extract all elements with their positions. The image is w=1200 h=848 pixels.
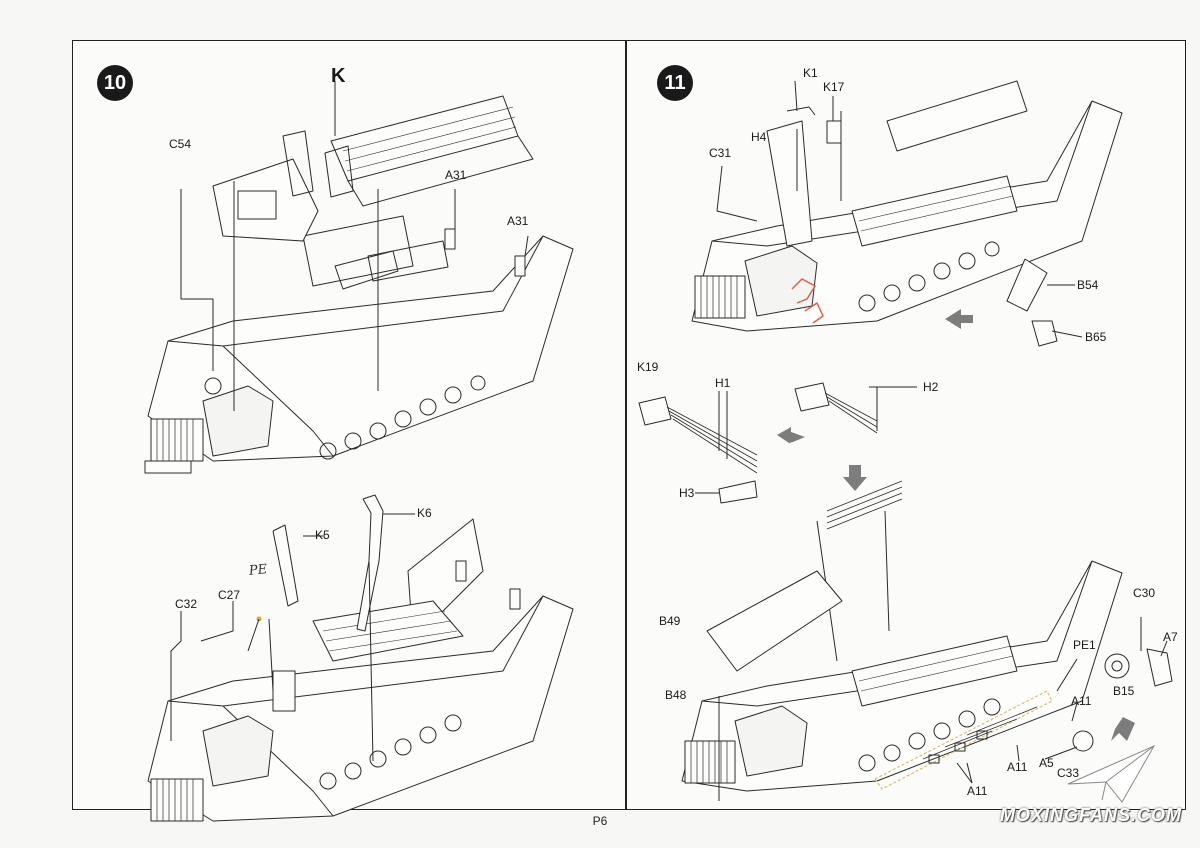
label-pe1: PE1 bbox=[1073, 638, 1096, 652]
label-k6: K6 bbox=[417, 506, 432, 520]
label-a11-2: A11 bbox=[1007, 760, 1028, 774]
label-k: K bbox=[331, 65, 346, 87]
label-a7: A7 bbox=[1163, 630, 1178, 644]
label-b15: B15 bbox=[1113, 684, 1135, 698]
step-10-badge: 10 bbox=[97, 65, 133, 101]
label-a11-3: A11 bbox=[967, 784, 988, 798]
step-10-panel: 10 bbox=[72, 40, 626, 822]
step-10-drawing bbox=[144, 81, 574, 822]
label-a31-2: A31 bbox=[507, 214, 529, 228]
label-h3: H3 bbox=[679, 486, 695, 500]
watermark-text: MOXINGFANS.COM bbox=[999, 805, 1182, 825]
label-a5: A5 bbox=[1039, 756, 1054, 770]
label-c27: C27 bbox=[218, 588, 241, 602]
label-h4: H4 bbox=[751, 130, 767, 144]
label-a31-1: A31 bbox=[445, 168, 467, 182]
label-k17: K17 bbox=[823, 80, 845, 94]
label-c31: C31 bbox=[709, 146, 732, 160]
label-k5: K5 bbox=[315, 528, 330, 542]
label-c30: C30 bbox=[1133, 586, 1156, 600]
label-h1: H1 bbox=[715, 376, 731, 390]
label-b54: B54 bbox=[1077, 278, 1099, 292]
handwritten-pe-note: PE bbox=[248, 562, 268, 579]
label-b65: B65 bbox=[1085, 330, 1107, 344]
label-c32: C32 bbox=[175, 597, 198, 611]
label-k19: K19 bbox=[637, 360, 659, 374]
step-11-badge: 11 bbox=[657, 65, 693, 101]
label-c33: C33 bbox=[1057, 766, 1080, 780]
paper-plane-icon bbox=[1067, 744, 1156, 803]
label-b48: B48 bbox=[665, 688, 687, 702]
step-11-drawing bbox=[638, 80, 1173, 801]
page-number: P6 bbox=[592, 814, 608, 828]
label-c54: C54 bbox=[169, 137, 192, 151]
label-k1: K1 bbox=[803, 66, 818, 80]
step-11-panel: 11 bbox=[626, 40, 1186, 810]
label-h2: H2 bbox=[923, 380, 939, 394]
label-a11-1: A11 bbox=[1071, 694, 1092, 708]
label-b49: B49 bbox=[659, 614, 681, 628]
